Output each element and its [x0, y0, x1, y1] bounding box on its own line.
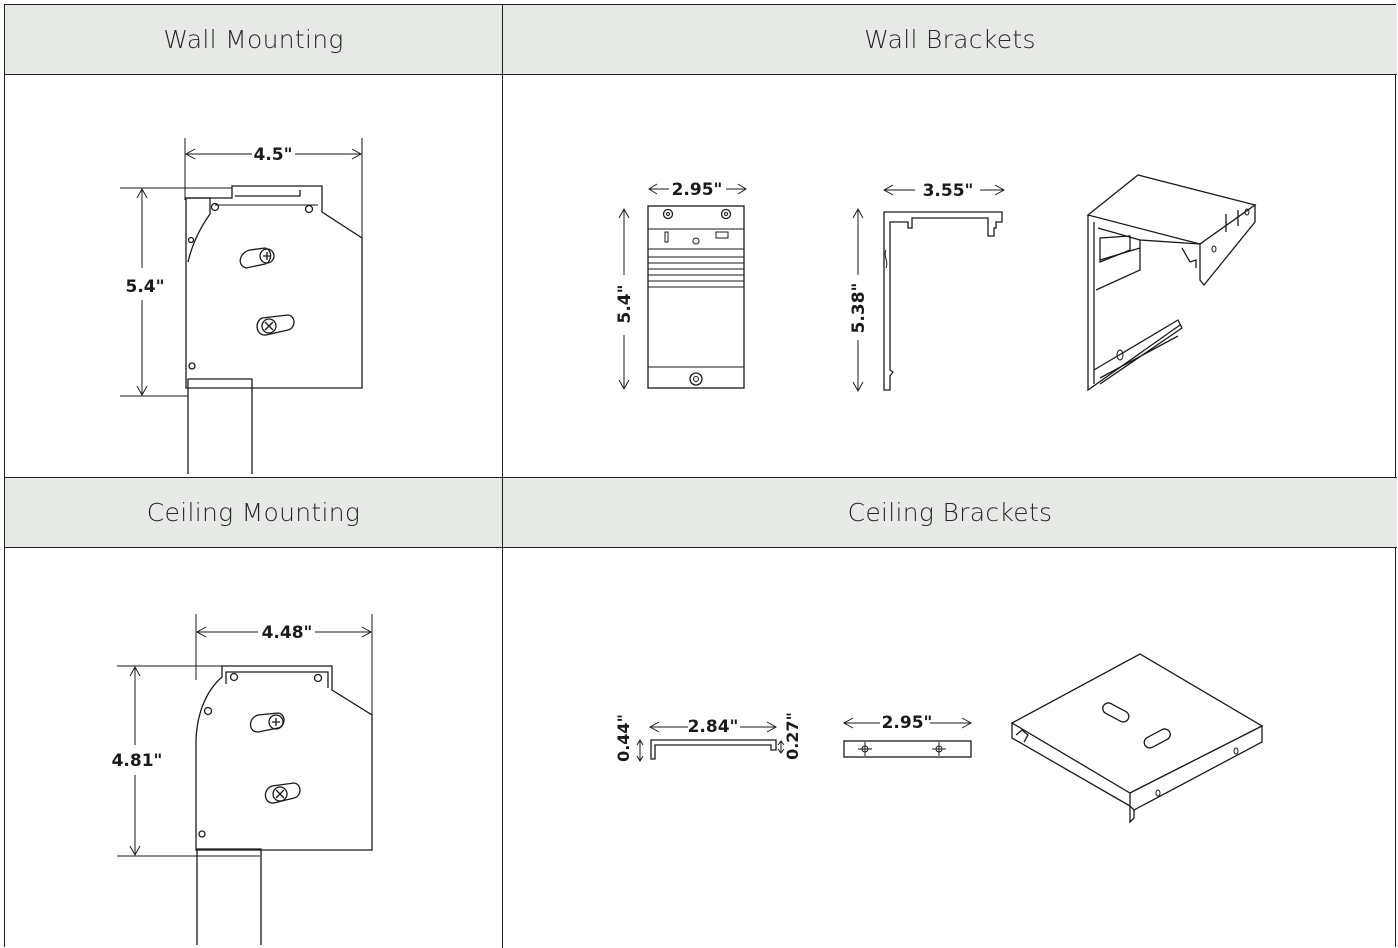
wall-bracket-side-height-label: 5.38": [849, 283, 869, 334]
wall-bracket-front-width-label: 2.95": [672, 180, 723, 200]
wall-brackets-header: Wall Brackets: [503, 5, 1397, 75]
wall-bracket-front-height-label: 5.4": [615, 285, 635, 324]
wall-mounting-header: Wall Mounting: [5, 5, 502, 75]
ceiling-mount-width-label: 4.48": [262, 623, 313, 643]
ceiling-mounting-header: Ceiling Mounting: [5, 477, 502, 548]
spec-table: Wall Mounting Wall Brackets Ceiling Moun…: [4, 4, 1397, 948]
ceiling-mount-height-label: 4.81": [112, 751, 163, 771]
ceiling-brackets-header: Ceiling Brackets: [503, 477, 1397, 548]
ceiling-bracket-profile-width-label: 2.84": [688, 717, 739, 737]
wall-mount-width-label: 4.5": [254, 145, 293, 165]
ceiling-bracket-left-height-label: 0.44": [614, 714, 633, 762]
wall-bracket-side-width-label: 3.55": [923, 181, 974, 201]
ceiling-bracket-top-width-label: 2.95": [882, 713, 933, 733]
ceiling-bracket-right-height-label: 0.27": [783, 712, 802, 760]
column-divider: [502, 5, 503, 948]
wall-mount-height-label: 5.4": [126, 277, 165, 297]
